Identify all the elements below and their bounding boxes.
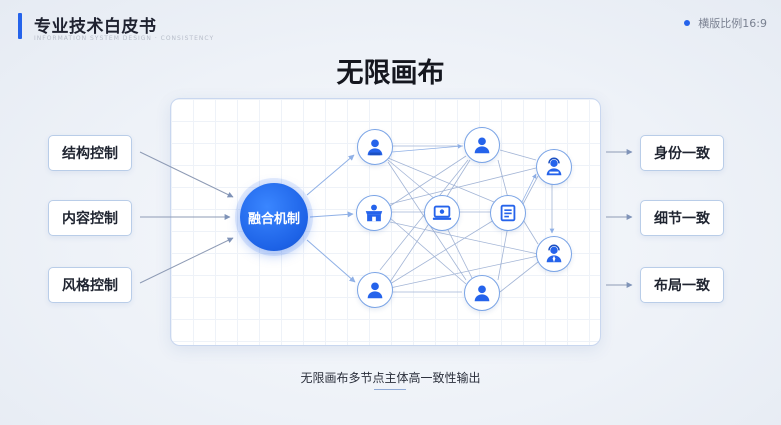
output-box-identity: 身份一致 (640, 135, 724, 171)
ratio-dot-icon (684, 20, 691, 26)
edge-hub-n3 (309, 211, 354, 218)
page-header-subtitle: INFORMATION SYSTEM DESIGN · CONSISTENCY (34, 35, 215, 42)
fusion-hub-label: 融合机制 (247, 211, 300, 227)
ratio-text: 横版比例16:9 (698, 17, 767, 30)
edge-style-hub (139, 237, 234, 284)
input-box-structure: 结构控制 (48, 135, 132, 171)
edge-hub-n1 (306, 154, 355, 196)
main-title: 无限画布 (336, 58, 445, 89)
input-box-style: 风格控制 (48, 267, 132, 303)
edge-hub-n8 (306, 239, 356, 283)
caption-underline (374, 389, 406, 390)
network-node (536, 236, 572, 272)
fusion-hub: 融合机制 (240, 183, 308, 251)
aspect-ratio-label: 横版比例16:9 (684, 15, 767, 31)
agent-icon (546, 244, 562, 263)
store-icon (365, 204, 383, 222)
header-accent-bar (18, 13, 22, 39)
network-node (464, 127, 500, 163)
edge-structure-hub (139, 151, 234, 198)
network-node (490, 195, 526, 231)
user-icon (367, 282, 383, 299)
network-node (357, 129, 393, 165)
network-node (536, 149, 572, 185)
input-box-content: 内容控制 (48, 200, 132, 236)
diagram-caption: 无限画布多节点主体高一致性输出 (300, 371, 481, 385)
user-icon (367, 139, 383, 156)
output-box-layout: 布局一致 (640, 267, 724, 303)
network-node (357, 272, 393, 308)
output-box-detail: 细节一致 (640, 200, 724, 236)
laptop-icon (432, 205, 452, 220)
network-node (424, 195, 460, 231)
user-icon (474, 285, 490, 302)
user-icon (474, 137, 490, 154)
network-node (464, 275, 500, 311)
agent-icon (546, 157, 562, 176)
document-icon (500, 204, 516, 222)
page-header-title: 专业技术白皮书 (34, 17, 157, 37)
network-node (356, 195, 392, 231)
